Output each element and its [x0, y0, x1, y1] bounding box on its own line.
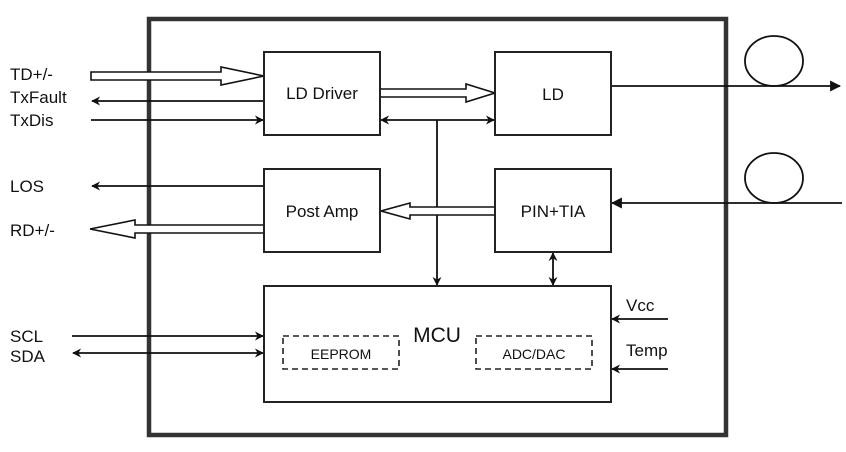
pin-tia-label: PIN+TIA [521, 202, 586, 221]
td-bus-arrow [90, 66, 265, 86]
scl-label: SCL [10, 327, 43, 346]
post-amp-block: Post Amp [263, 168, 381, 253]
post-amp-label: Post Amp [286, 202, 359, 221]
adc-dac-label: ADC/DAC [502, 346, 565, 362]
adc-dac-block [475, 335, 593, 370]
rd-label: RD+/- [10, 221, 55, 240]
ld-driver-label: LD Driver [286, 84, 358, 103]
los-label: LOS [10, 177, 44, 196]
temp-label: Temp [626, 341, 668, 360]
eeprom-label: EEPROM [311, 346, 372, 362]
rd-bus-arrow [89, 219, 265, 239]
ld-driver-block: LD Driver [263, 51, 381, 136]
sda-label: SDA [10, 347, 46, 366]
txdis-label: TxDis [10, 111, 53, 130]
pin-tia-block: PIN+TIA [494, 168, 612, 253]
tia-to-postamp-bus-arrow [377, 201, 496, 221]
driver-to-ld-bus-arrow [379, 82, 498, 104]
eeprom-block [282, 335, 400, 370]
tx-fiber-coil-icon [744, 35, 804, 87]
ld-block: LD [494, 51, 612, 136]
txfault-label: TxFault [10, 88, 67, 107]
vcc-label: Vcc [626, 296, 655, 315]
rx-fiber-coil-icon [744, 152, 804, 204]
ld-label: LD [542, 85, 564, 104]
mcu-block: MCU EEPROM ADC/DAC [263, 285, 612, 403]
mcu-label: MCU [413, 324, 461, 347]
td-label: TD+/- [10, 65, 53, 84]
